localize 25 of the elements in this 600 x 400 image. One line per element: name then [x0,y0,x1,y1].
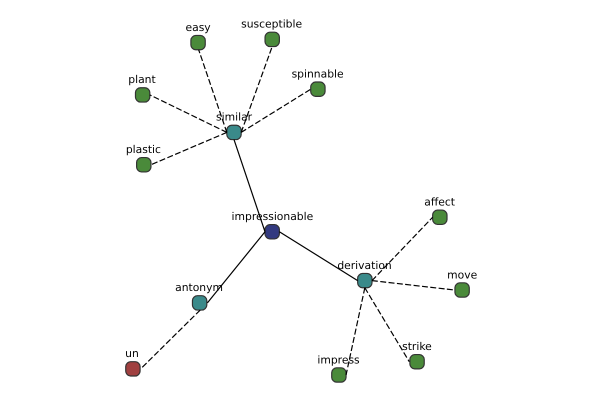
node-label: susceptible [240,18,302,31]
connector [149,94,227,133]
connector [240,46,272,133]
node-label: un [124,347,138,360]
connector [240,88,311,133]
node-label: derivation [336,258,392,272]
connector [344,288,365,376]
connector [198,50,227,133]
connector [140,310,200,370]
node-label: similar [216,110,252,124]
connector [371,280,454,291]
node-label: plastic [125,143,160,156]
node-label: move [446,268,477,282]
node-label: easy [185,20,210,34]
node-label: strike [402,340,432,354]
node-label: plant [128,73,156,86]
node-label: affect [424,196,455,209]
node-label: impress [316,353,360,366]
connector [150,132,227,166]
connector [278,231,358,282]
connector [206,231,265,304]
connector [371,216,433,282]
connector [232,139,266,232]
node-label: spinnable [291,67,344,80]
connector [364,287,410,362]
